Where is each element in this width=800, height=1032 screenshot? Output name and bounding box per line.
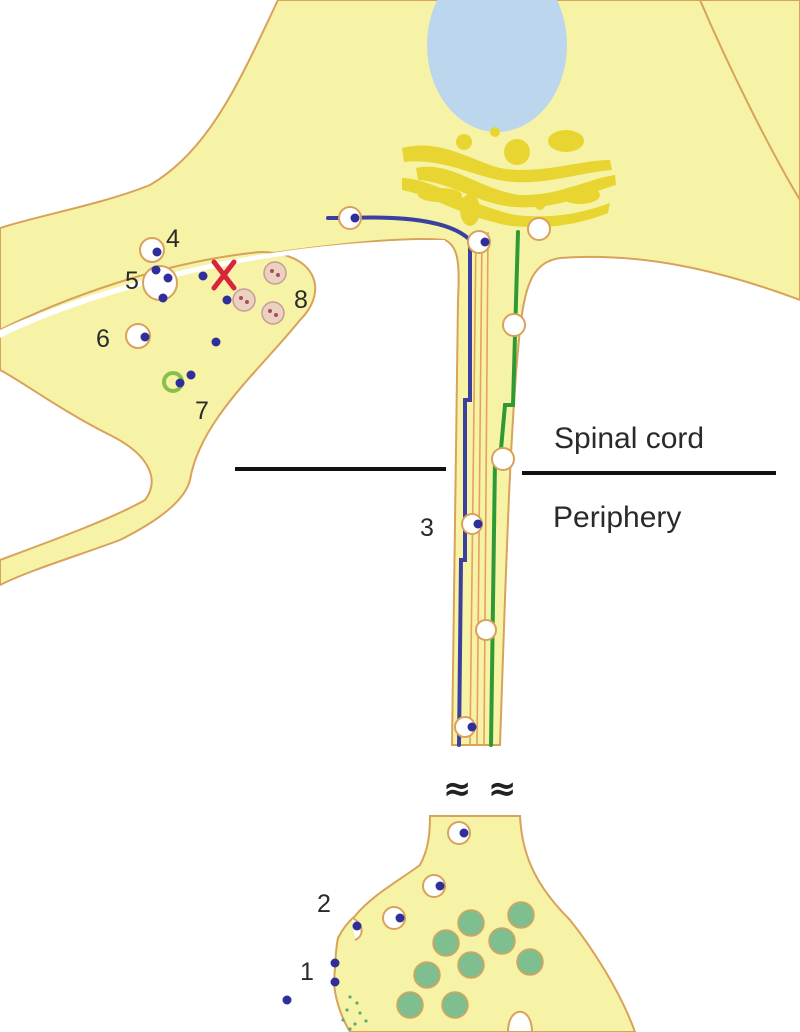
signaling-endosome [461,513,483,535]
dense-core-vesicle [396,991,424,1019]
axon-break-right: ≈ [488,769,517,809]
spinal-cord-label: Spinal cord [554,422,704,455]
free-cargo [198,271,232,347]
signaling-endosome [467,230,491,254]
blocked-transport-x-icon [211,259,237,291]
extracellular-ligands [282,921,362,1005]
recycling-endosome [162,370,196,393]
axon-fiber-3 [483,231,489,746]
early-endosome [125,323,151,349]
dense-core-vesicle [457,909,485,937]
step-label-1: 1 [300,958,314,986]
dendrite-branch [0,250,317,587]
golgi-apparatus [402,127,616,228]
dense-core-vesicle [413,961,441,989]
axon-fiber-2 [476,231,483,746]
anterograde-vesicle [491,447,515,471]
axon-break-left: ≈ [443,769,472,809]
anterograde-vesicles [475,217,551,641]
anterograde-vesicle [527,217,551,241]
anterograde-microtubule-track [489,230,520,747]
step-label-7: 7 [195,397,209,425]
terminal-endosome [447,821,471,845]
dense-core-vesicle [507,901,535,929]
lysosome-contents [239,269,280,317]
ligand-dot [282,995,292,1005]
dense-core-vesicle [432,929,460,957]
soma-right-edge [699,0,800,201]
retrograde-microtubule-track [326,215,472,747]
step-label-2: 2 [317,890,331,918]
axon-fiber-1 [469,231,477,746]
lysosomes [232,261,287,325]
released-neuropeptide-cloud [341,995,368,1031]
terminal-endosomes [382,821,471,930]
ligand-dot [330,958,340,968]
periphery-label: Periphery [553,501,681,534]
lysosome [232,288,256,312]
ligand-dot [330,977,340,987]
fusion-cluster [139,237,178,303]
ligand-dot [352,921,362,931]
terminal-endosome [382,906,406,930]
signaling-endosome [454,716,477,738]
dense-core-vesicle [516,948,544,976]
terminal-endosome [422,874,446,898]
lysosome [263,261,287,285]
anterograde-vesicle [502,313,526,337]
step-label-8: 8 [294,286,308,314]
anterograde-vesicle [475,619,497,641]
dense-core-vesicle [457,951,485,979]
dense-core-vesicle [488,927,516,955]
nucleus [427,0,567,132]
dense-core-vesicle [441,991,469,1019]
retrograde-endosomes [338,206,491,738]
signaling-endosome [338,206,362,230]
step-label-6: 6 [96,325,110,353]
step-label-4: 4 [166,225,180,253]
lysosome [261,301,285,325]
step-label-5: 5 [125,267,139,295]
step-label-3: 3 [420,514,434,542]
dense-core-vesicles [396,901,544,1019]
